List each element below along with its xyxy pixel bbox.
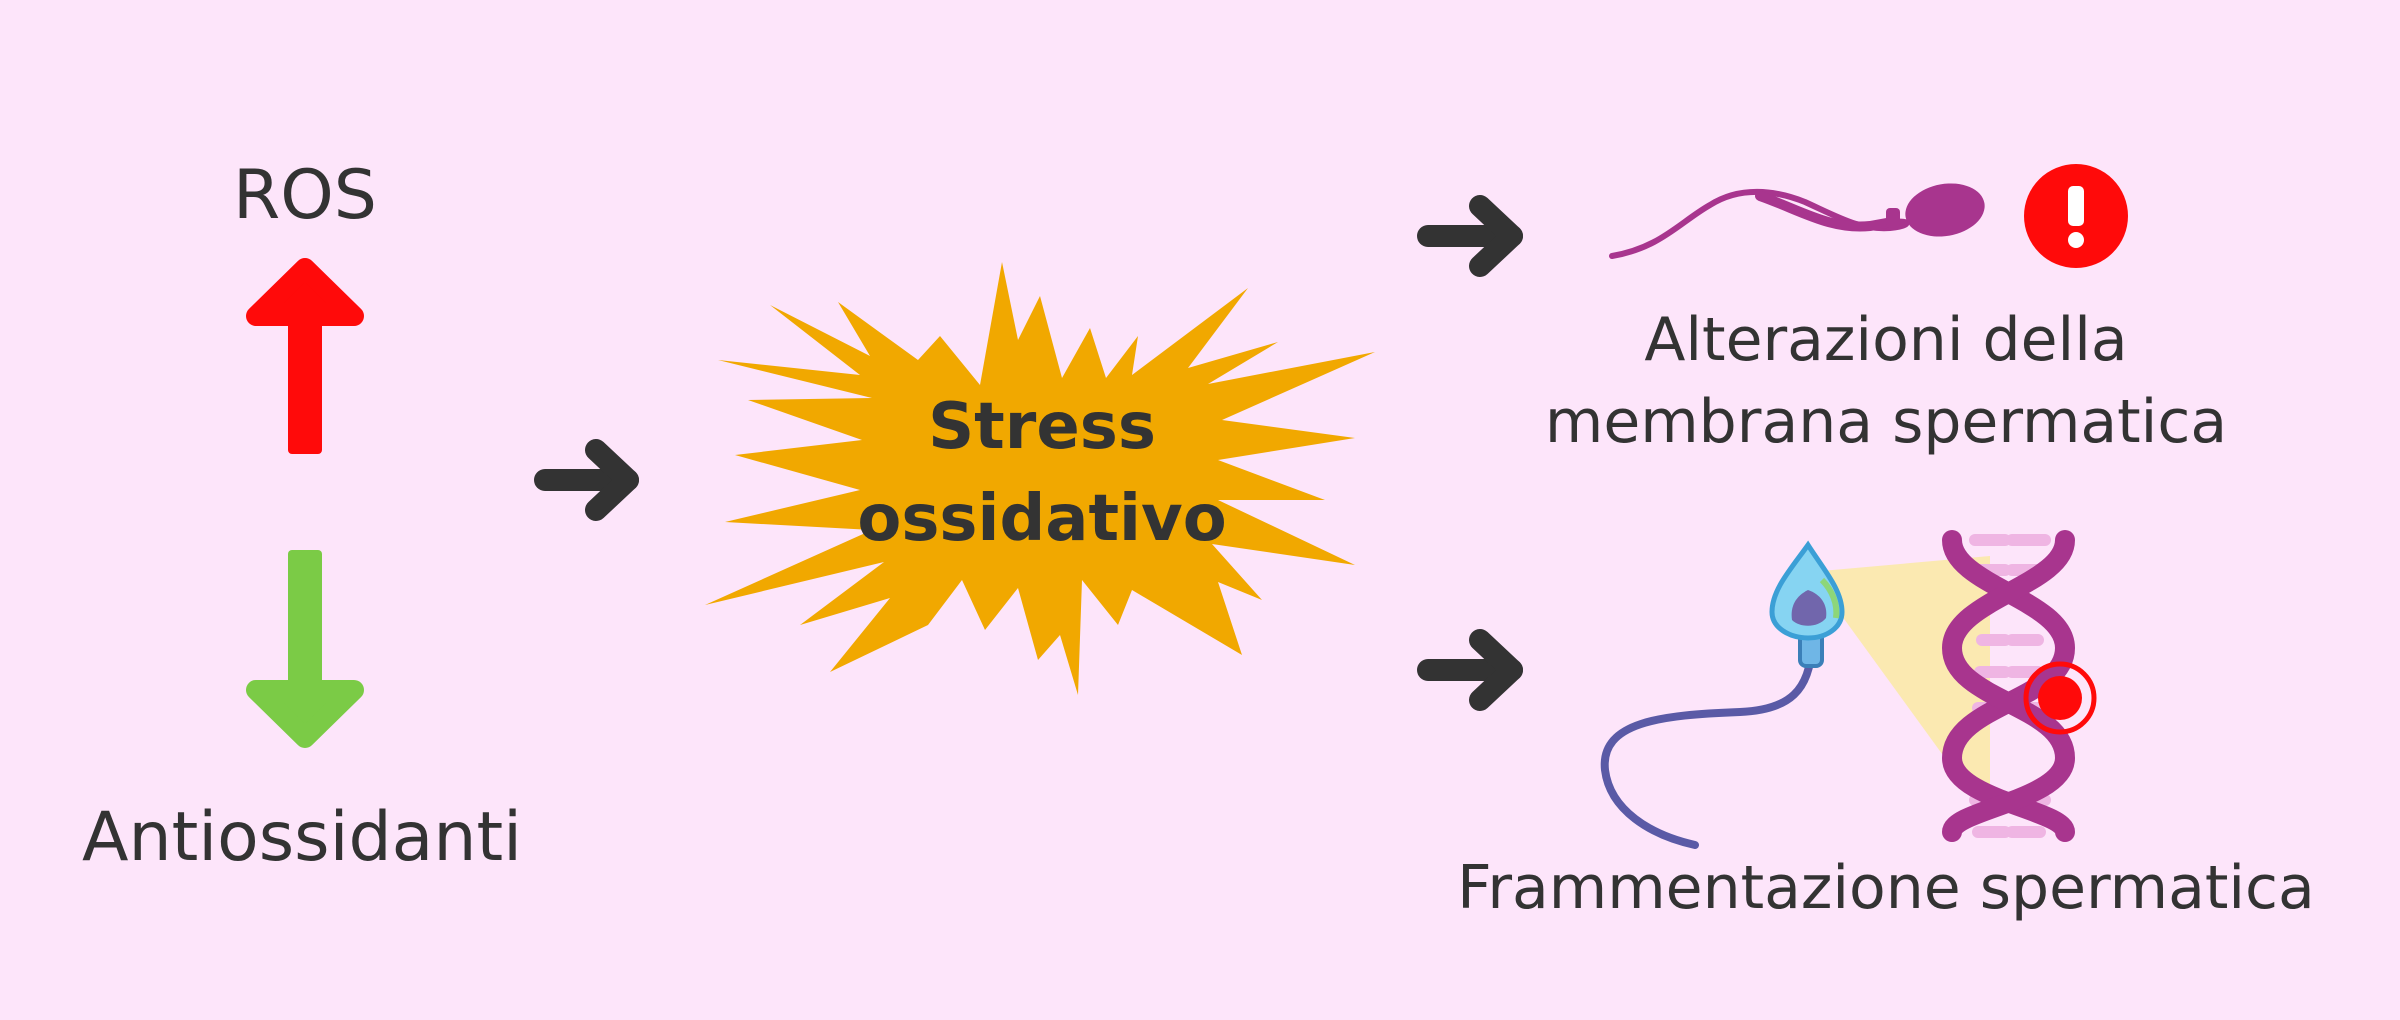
starburst-icon (705, 262, 1375, 695)
membrane-label-line1: Alterazioni della (1644, 305, 2127, 375)
sperm-icon (1600, 540, 1845, 849)
membrane-label-line2: membrana spermatica (1545, 387, 2227, 457)
fragmentation-label: Frammentazione spermatica (1457, 853, 2315, 923)
chevron-arrow-icon (1417, 629, 1523, 711)
chevron-arrow-icon (534, 439, 639, 521)
chevron-arrow-icon (1417, 195, 1523, 277)
antioxidants-label: Antiossidanti (82, 798, 522, 877)
sperm-icon (1609, 183, 1985, 259)
stress-label-line1: Stress (928, 390, 1156, 464)
alert-icon (2024, 164, 2128, 268)
dna-icon (1941, 530, 2097, 842)
ros-label: ROS (233, 156, 377, 235)
arrow-up-icon (246, 258, 364, 454)
arrow-down-icon (246, 550, 364, 748)
stress-label-line2: ossidativo (857, 482, 1226, 556)
